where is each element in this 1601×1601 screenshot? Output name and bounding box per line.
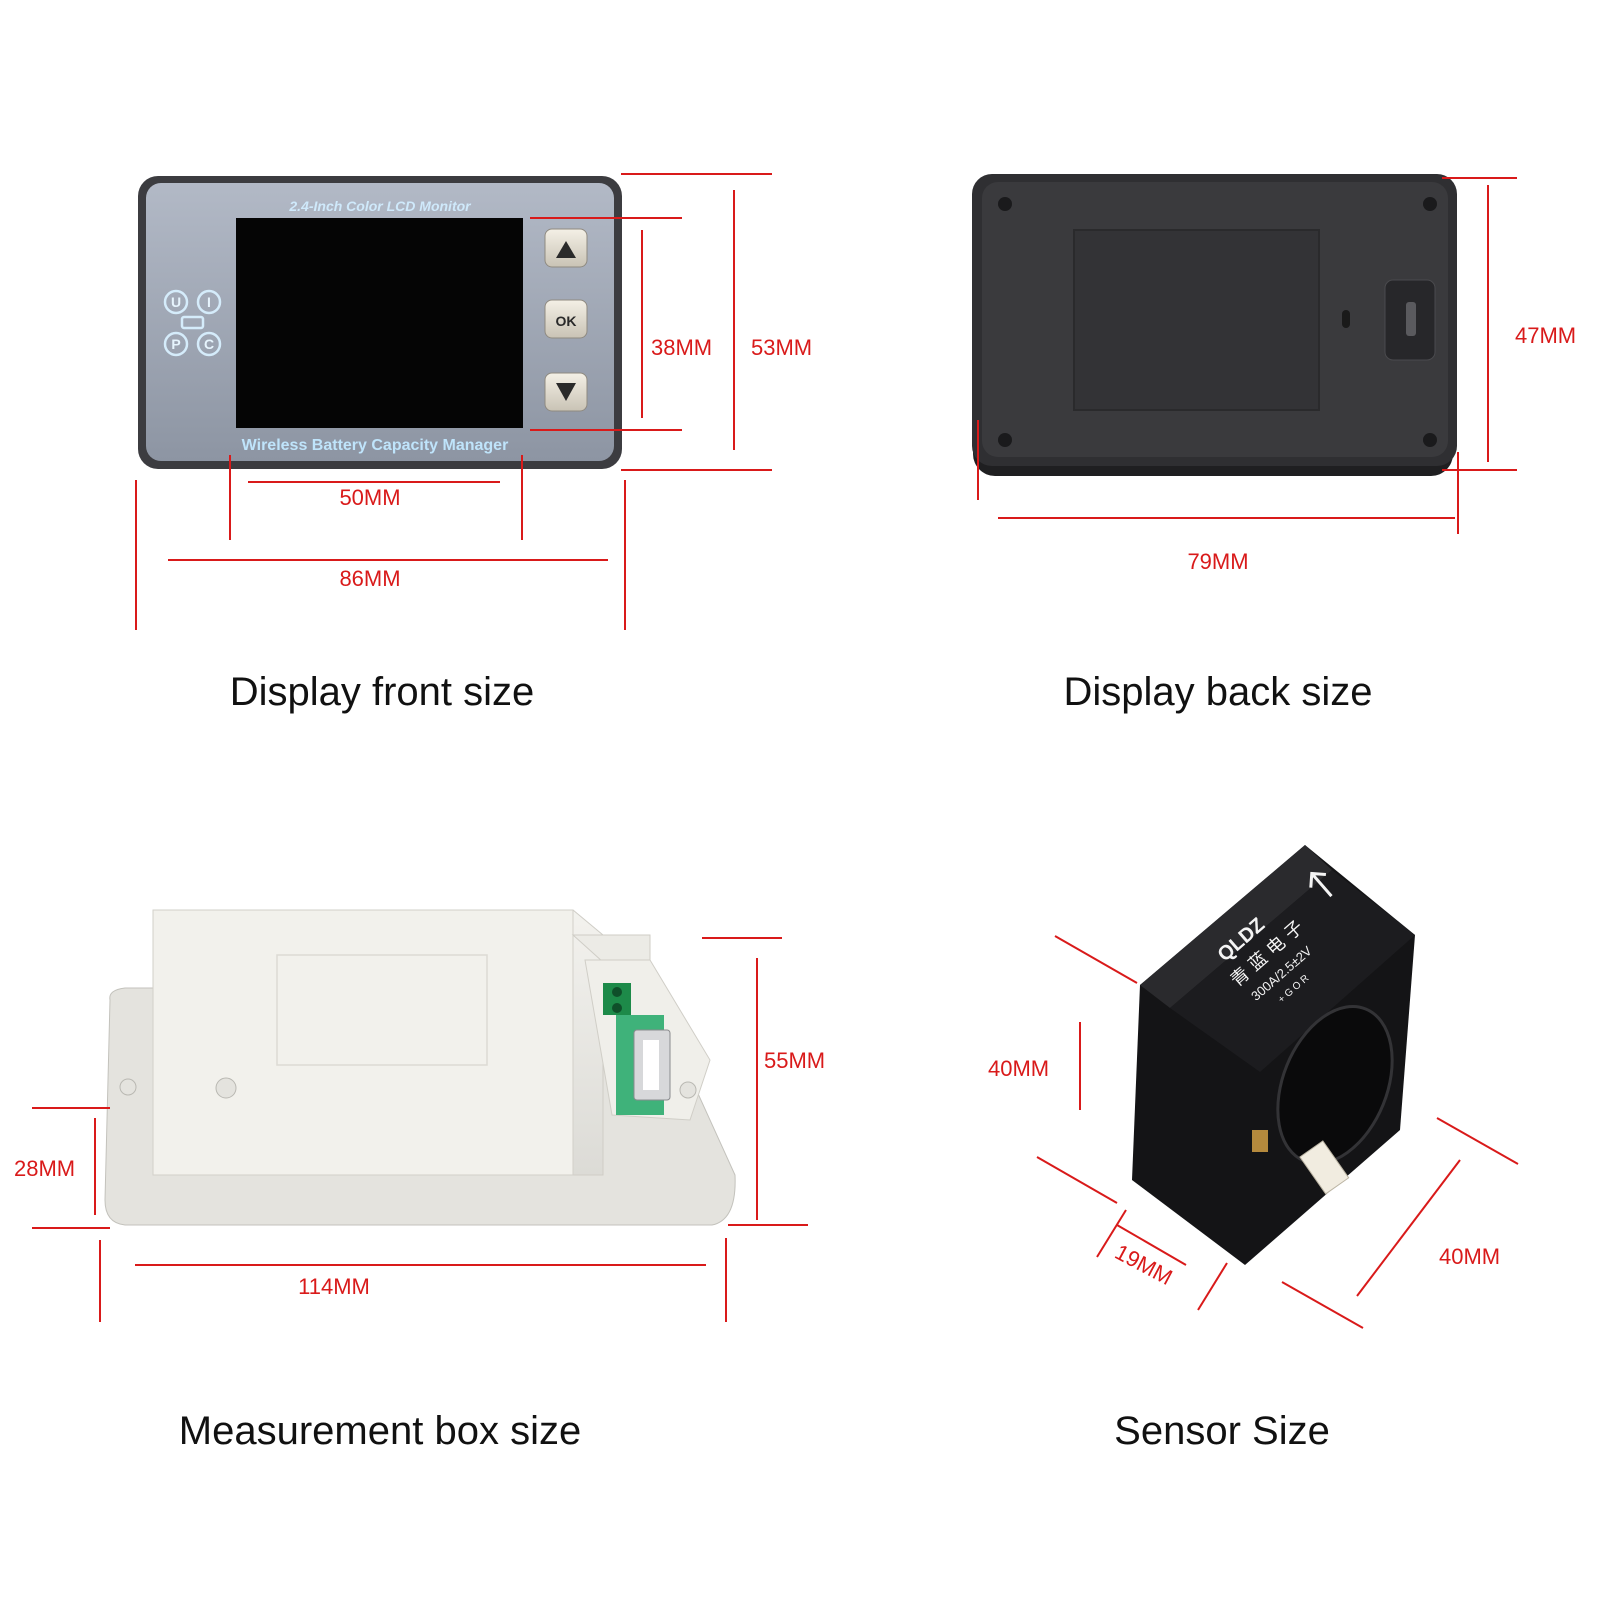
dim-back-height: 47MM (1515, 323, 1576, 348)
indicator-cluster (163, 289, 222, 357)
dim-back-width: 79MM (1187, 549, 1248, 574)
screw-icon (1423, 197, 1437, 211)
caption-box: Measurement box size (179, 1409, 581, 1453)
caption-back: Display back size (1063, 670, 1372, 714)
triangle-up-icon (556, 241, 576, 258)
ok-button-label: OK (556, 313, 577, 329)
mounting-hole-icon (679, 1081, 697, 1099)
panel-footer: Wireless Battery Capacity Manager (242, 437, 509, 454)
indicator-i-icon (196, 289, 222, 315)
screw-icon (998, 433, 1012, 447)
sensor-connector (1299, 1140, 1350, 1195)
back-recess (1073, 229, 1320, 411)
indicator-i-label: I (207, 294, 211, 310)
box-label-area (276, 954, 488, 1066)
mounting-hole-icon (215, 1077, 237, 1099)
battery-icon (180, 315, 205, 330)
dim-sensor-height: 40MM (988, 1056, 1049, 1081)
indicator-p-label: P (171, 336, 180, 352)
front-dimension-lines (135, 173, 772, 630)
caption-front: Display front size (230, 670, 535, 714)
triangle-down-icon (556, 383, 576, 401)
indicator-p-icon (163, 331, 189, 357)
dim-sensor-thickness: 19MM (1111, 1239, 1177, 1290)
dim-box-length: 114MM (298, 1274, 370, 1299)
arrow-up-icon (1309, 871, 1333, 898)
indicator-c-icon (196, 331, 222, 357)
indicator-u-icon (163, 289, 189, 315)
display-front-figure: 2.4-Inch Color LCD Monitor Wireless Batt… (135, 173, 812, 714)
sensor-top-face (1140, 845, 1332, 1008)
box-top (152, 909, 574, 1176)
panel-title: 2.4-Inch Color LCD Monitor (288, 198, 472, 214)
mounting-hole-icon (119, 1078, 137, 1096)
dim-box-height: 55MM (764, 1048, 825, 1073)
sensor-dimension-lines (1036, 935, 1519, 1329)
sensor-label-face (1170, 870, 1415, 1072)
box-dimension-lines (32, 937, 808, 1322)
measurement-box-figure: 55MM 28MM 114MM Measurement box size (14, 909, 825, 1453)
dim-box-depth: 28MM (14, 1156, 75, 1181)
micro-usb-icon (1406, 302, 1416, 336)
screw-icon (1423, 433, 1437, 447)
led-hole (1342, 310, 1350, 328)
sensor-figure: QLDZ 青 蓝 电 子 300A/2.5±2V + G O R 40MM 19… (988, 845, 1519, 1453)
dim-front-screen-height: 38MM (651, 335, 712, 360)
dim-front-height: 53MM (751, 335, 812, 360)
back-dimension-lines (977, 177, 1517, 534)
indicator-u-label: U (171, 294, 181, 310)
dim-front-width: 86MM (339, 566, 400, 591)
dim-sensor-width: 40MM (1439, 1244, 1500, 1269)
caption-sensor: Sensor Size (1114, 1409, 1330, 1453)
sensor-pins (1252, 1130, 1268, 1152)
lcd-screen (236, 218, 523, 428)
ok-button[interactable] (544, 299, 588, 339)
display-back-figure: 47MM 79MM Display back size (972, 174, 1576, 714)
indicator-c-label: C (204, 336, 214, 352)
dim-front-screen-width: 50MM (339, 485, 400, 510)
screw-icon (998, 197, 1012, 211)
